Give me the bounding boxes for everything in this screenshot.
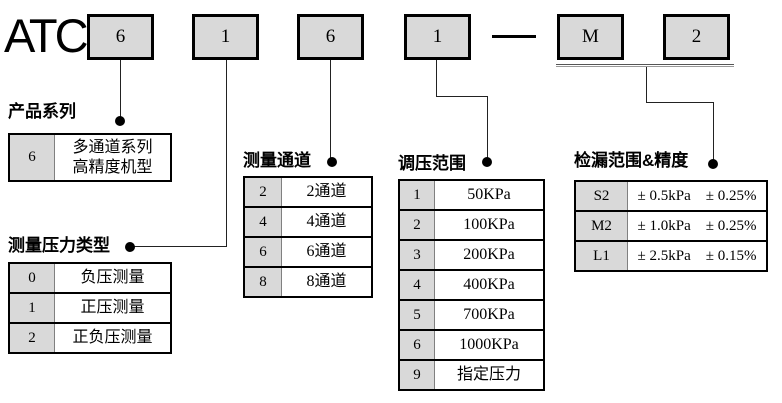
dash-separator-icon	[492, 35, 536, 38]
row-value: ± 1.0kPa ± 0.25%	[637, 217, 757, 234]
section-title: 检漏范围&精度	[574, 151, 689, 170]
table-row: 8 8通道	[245, 266, 371, 296]
row-value: 400KPa	[463, 276, 515, 293]
section-table: S2 ± 0.5kPa ± 0.25% M2 ± 1.0kPa ± 0.25% L1 ± …	[574, 180, 768, 272]
row-value: 50KPa	[467, 186, 511, 203]
code-box-4: 1	[404, 14, 471, 60]
row-value: 多通道系列 高精度机型	[72, 138, 153, 176]
row-value: 700KPa	[463, 306, 515, 323]
table-row: 0 负压测量	[10, 264, 170, 292]
row-value: 指定压力	[456, 366, 521, 383]
connector-line	[646, 67, 647, 103]
connector-line	[713, 102, 714, 164]
code-box-1: 6	[87, 14, 154, 60]
connector-line	[436, 60, 437, 97]
row-code: S2	[576, 182, 628, 210]
row-value: 4通道	[306, 213, 347, 230]
section-table: 0 负压测量 1 正压测量 2 正负压测量	[8, 262, 172, 354]
row-value: 100KPa	[463, 216, 515, 233]
table-row: 9 指定压力	[400, 359, 543, 389]
connector-line	[120, 60, 121, 121]
row-value: 6通道	[306, 243, 347, 260]
row-value: 200KPa	[463, 246, 515, 263]
row-value: 8通道	[306, 273, 347, 290]
table-row: 2 100KPa	[400, 209, 543, 239]
code-box-2: 1	[192, 14, 259, 60]
connector-dot	[482, 157, 492, 167]
code-box-6: 2	[663, 14, 730, 60]
row-value: 正压测量	[80, 299, 145, 316]
code-box-3: 6	[297, 14, 364, 60]
table-row: 6 多通道系列 高精度机型	[10, 135, 170, 180]
table-row: M2 ± 1.0kPa ± 0.25%	[576, 210, 766, 240]
table-row: 2 正负压测量	[10, 322, 170, 352]
row-code: 1	[400, 181, 435, 209]
row-code: 0	[10, 264, 55, 292]
row-value: ± 0.5kPa ± 0.25%	[637, 187, 757, 204]
row-code: 2	[245, 178, 282, 206]
connector-dot	[708, 159, 718, 169]
row-code: 4	[245, 208, 282, 236]
row-code: 1	[10, 294, 55, 322]
row-code: 5	[400, 301, 435, 329]
section-table: 1 50KPa 2 100KPa 3 200KPa 4 400KPa 5 700KPa 6 1000K…	[398, 179, 545, 391]
row-code: 8	[245, 268, 282, 296]
connector-line	[130, 246, 227, 247]
section-title: 测量通道	[243, 151, 311, 170]
row-value: 2通道	[306, 183, 347, 200]
brand-label: ATC	[4, 9, 88, 62]
row-code: L1	[576, 242, 628, 270]
row-code: 6	[10, 135, 55, 180]
connector-line	[487, 96, 488, 162]
row-code: 6	[400, 331, 435, 359]
row-code: 2	[400, 211, 435, 239]
connector-line	[646, 102, 714, 103]
connector-line	[330, 60, 331, 162]
row-code: 3	[400, 241, 435, 269]
connector-line	[436, 96, 488, 97]
row-code: M2	[576, 212, 628, 240]
row-code: 9	[400, 361, 435, 389]
section-table: 2 2通道 4 4通道 6 6通道 8 8通道	[243, 176, 373, 298]
row-value: 1000KPa	[459, 336, 519, 353]
section-table: 6 多通道系列 高精度机型	[8, 133, 172, 182]
row-value: ± 2.5kPa ± 0.15%	[637, 247, 757, 264]
row-value: 正负压测量	[72, 329, 153, 346]
connector-dot	[115, 116, 125, 126]
table-row: 1 50KPa	[400, 181, 543, 209]
code-box-5: M	[557, 14, 624, 60]
section-title: 调压范围	[398, 154, 466, 173]
row-code: 2	[10, 324, 55, 352]
table-row: 6 6通道	[245, 236, 371, 266]
row-code: 6	[245, 238, 282, 266]
table-row: 5 700KPa	[400, 299, 543, 329]
section-title: 测量压力类型	[8, 236, 110, 255]
table-row: 2 2通道	[245, 178, 371, 206]
table-row: 1 正压测量	[10, 292, 170, 322]
connector-line	[226, 60, 227, 247]
suffix-underline	[556, 64, 734, 67]
row-value: 负压测量	[80, 269, 145, 286]
table-row: S2 ± 0.5kPa ± 0.25%	[576, 182, 766, 210]
table-row: 4 400KPa	[400, 269, 543, 299]
section-title: 产品系列	[8, 102, 76, 121]
table-row: 4 4通道	[245, 206, 371, 236]
row-code: 4	[400, 271, 435, 299]
connector-dot	[327, 157, 337, 167]
table-row: 3 200KPa	[400, 239, 543, 269]
table-row: L1 ± 2.5kPa ± 0.15%	[576, 240, 766, 270]
table-row: 6 1000KPa	[400, 329, 543, 359]
connector-dot	[125, 242, 135, 252]
